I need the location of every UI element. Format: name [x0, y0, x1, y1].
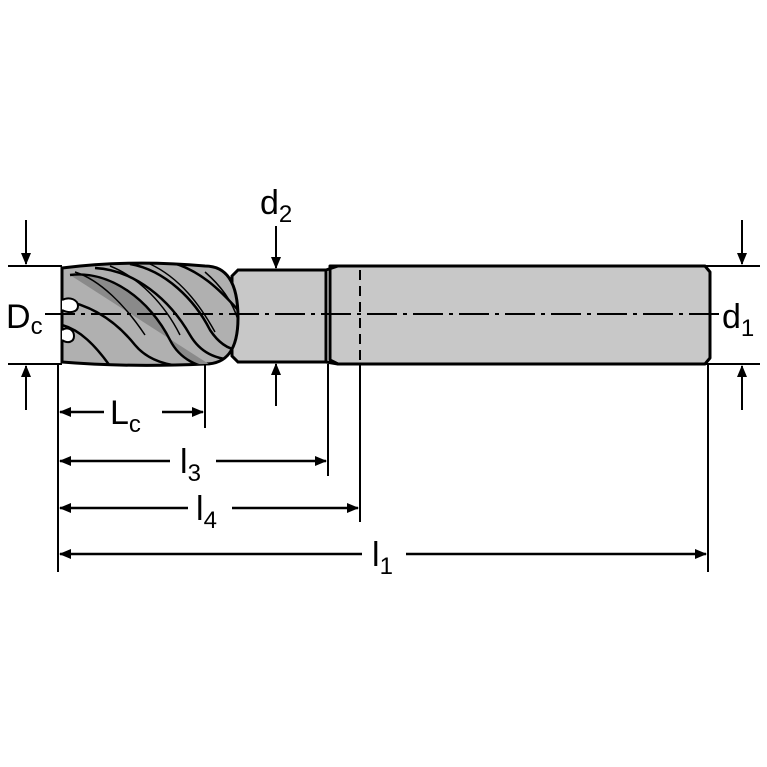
label-lc: Lc: [110, 394, 141, 438]
neck-shank-transition-bottom: [325, 360, 339, 366]
extension-lines: [8, 265, 760, 572]
label-d1: d1: [722, 298, 754, 342]
label-l3: l3: [180, 443, 201, 487]
neck-body: [230, 268, 328, 364]
label-dc: Dc: [6, 298, 43, 340]
neck-shank-transition: [325, 264, 339, 272]
label-l4: l4: [196, 490, 217, 534]
label-l1: l1: [372, 536, 393, 580]
label-d2: d2: [260, 184, 292, 228]
